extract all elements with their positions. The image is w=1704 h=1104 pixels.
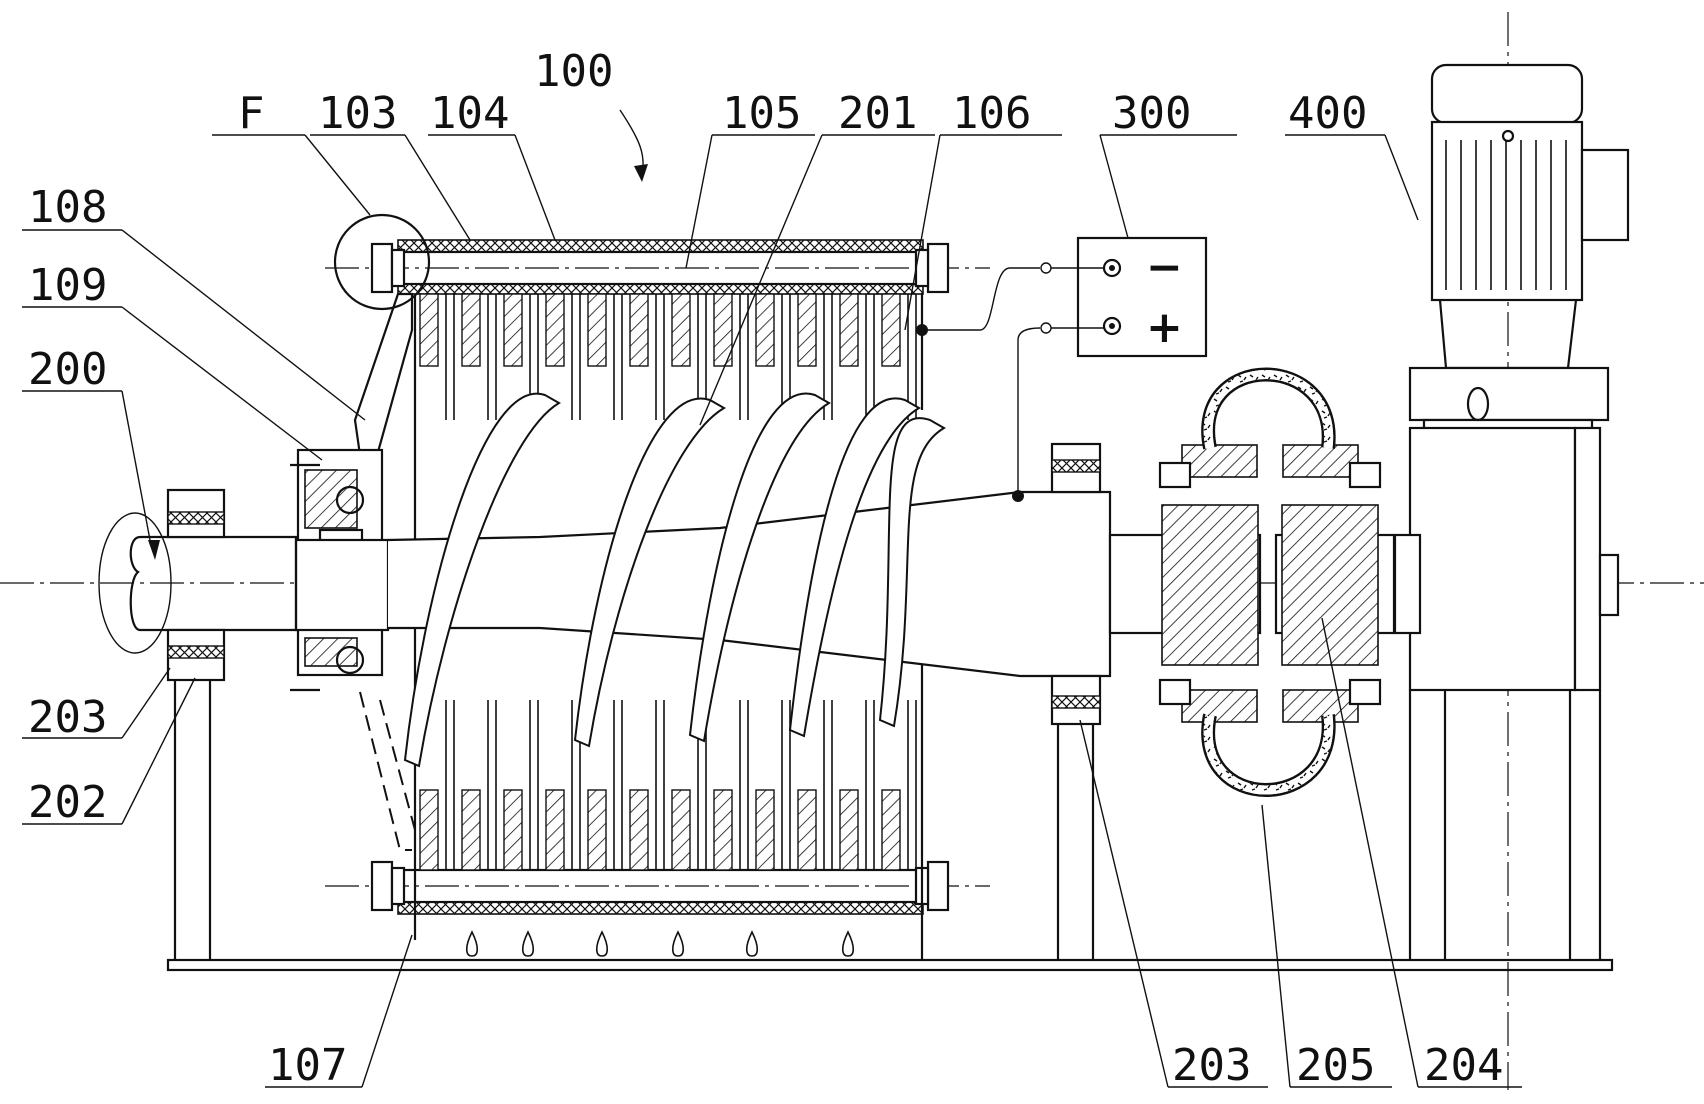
- coupling-204: [1108, 444, 1396, 723]
- detail-circle-f: [333, 213, 431, 311]
- filter-plate: [629, 293, 649, 367]
- filter-plate: [545, 789, 565, 871]
- filter-plate: [671, 293, 691, 367]
- filtrate-drop: [745, 930, 759, 957]
- bearing-203-right: [1050, 442, 1102, 726]
- base-frame: [166, 680, 1614, 972]
- power-supply-300: − +: [1076, 236, 1208, 358]
- label-104: 104: [430, 88, 509, 139]
- arrow-100-head: [634, 164, 648, 182]
- filter-drum: [325, 239, 990, 960]
- filter-plate: [503, 789, 523, 871]
- filter-plate: [587, 293, 607, 367]
- screw-flight: [688, 392, 831, 743]
- filter-plate: [461, 789, 481, 871]
- screw-flight: [878, 417, 946, 728]
- elastic-element-205: [1201, 367, 1336, 797]
- label-203-left: 203: [28, 692, 107, 743]
- filter-plate: [839, 293, 859, 367]
- filtrate-drop: [671, 930, 685, 957]
- label-108: 108: [28, 182, 107, 233]
- bearing-109: [290, 448, 390, 692]
- label-109: 109: [28, 260, 107, 311]
- filter-plate: [713, 789, 733, 871]
- filter-plate: [839, 789, 859, 871]
- filtrate-drop: [521, 930, 535, 957]
- filter-plate: [671, 789, 691, 871]
- filter-plate: [881, 293, 901, 367]
- filter-plate: [461, 293, 481, 367]
- label-100: 100: [534, 46, 613, 97]
- filter-plate: [713, 293, 733, 367]
- reference-labels: 100 F 103 104 105 201 106 300 400 108 10…: [28, 46, 1503, 1091]
- label-103: 103: [318, 88, 397, 139]
- motor-400: [1393, 63, 1630, 692]
- label-300: 300: [1112, 88, 1191, 139]
- filter-plate: [797, 293, 817, 367]
- label-204: 204: [1424, 1040, 1503, 1091]
- filter-plate: [755, 293, 775, 367]
- filter-plate: [419, 789, 439, 871]
- negative-terminal-symbol: −: [1146, 242, 1183, 293]
- label-f: F: [238, 88, 265, 139]
- filter-plate: [587, 789, 607, 871]
- filter-plate: [419, 293, 439, 367]
- filtrate-drop: [465, 930, 479, 957]
- label-203-right: 203: [1172, 1040, 1251, 1091]
- label-106: 106: [952, 88, 1031, 139]
- label-200: 200: [28, 344, 107, 395]
- filter-plate: [503, 293, 523, 367]
- filtrate-drop: [595, 930, 609, 957]
- filter-plate: [881, 789, 901, 871]
- filter-plate: [629, 789, 649, 871]
- screw-flight: [403, 392, 561, 768]
- filtrate-drop: [841, 930, 855, 957]
- arrow-200-head: [148, 540, 160, 560]
- label-201: 201: [838, 88, 917, 139]
- screw-flight: [573, 397, 726, 748]
- leader-lines: [22, 134, 1522, 1088]
- screw-flight: [788, 397, 921, 738]
- label-202: 202: [28, 777, 107, 828]
- label-205: 205: [1296, 1040, 1375, 1091]
- positive-terminal-symbol: +: [1146, 302, 1183, 353]
- screw-shaft-200: [98, 488, 1112, 682]
- filter-plate: [797, 789, 817, 871]
- label-107: 107: [268, 1040, 347, 1091]
- label-400: 400: [1288, 88, 1367, 139]
- filter-plate: [545, 293, 565, 367]
- label-105: 105: [722, 88, 801, 139]
- screw-flights-201: [403, 392, 946, 768]
- electrical-wiring: [916, 262, 1104, 502]
- filter-plate: [755, 789, 775, 871]
